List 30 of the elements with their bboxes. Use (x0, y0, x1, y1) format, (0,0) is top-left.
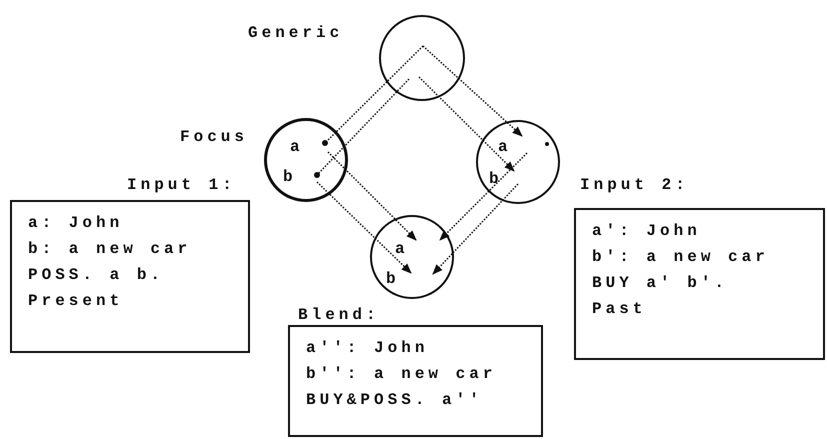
definition-line: POSS. a b. (28, 265, 166, 286)
box-heading: Input 2: (580, 176, 689, 194)
box-heading: Blend: (298, 306, 380, 324)
element-letter: b (489, 170, 503, 188)
dotted-connector (439, 152, 528, 241)
definition-line: b'': a new car (306, 364, 498, 385)
definition-line: Past (592, 299, 648, 320)
element-letter: a (498, 138, 512, 156)
element-letter: b (283, 168, 297, 186)
element-letter: a (395, 240, 409, 258)
dotted-connector (322, 45, 424, 146)
element-letter: b (386, 270, 400, 288)
definition-line: b': a new car (592, 247, 770, 268)
definition-line: BUY&POSS. a'' (306, 390, 484, 411)
definition-line: b: a new car (28, 239, 192, 260)
dotted-connector (327, 151, 417, 241)
dotted-connector (316, 181, 412, 274)
dotted-connector (418, 76, 515, 172)
dotted-connector (314, 78, 410, 178)
box-heading: Input 1: (127, 176, 236, 194)
circle-heading: Focus (180, 128, 248, 146)
definition-line: a': John (592, 221, 702, 242)
dotted-connector (432, 183, 519, 275)
definition-line: BUY a' b'. (592, 273, 730, 294)
dotted-connector (422, 45, 523, 137)
definition-line: a: John (28, 213, 124, 234)
definition-line: a'': John (306, 338, 430, 359)
definition-line: Present (28, 291, 124, 312)
circle-heading: Generic (248, 24, 344, 42)
element-letter: a (290, 138, 304, 156)
